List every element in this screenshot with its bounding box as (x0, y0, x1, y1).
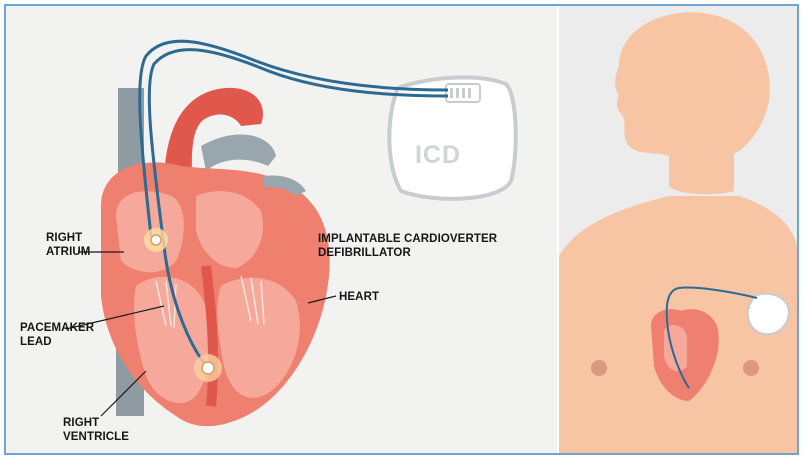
ventricular-electrode (202, 362, 214, 374)
label-right-ventricle: RIGHT VENTRICLE (63, 416, 129, 444)
head (615, 12, 770, 194)
torso-illustration (559, 6, 797, 453)
label-heart: HEART (339, 290, 379, 304)
right-nipple (743, 360, 759, 376)
label-pacemaker-lead: PACEMAKER LEAD (20, 321, 94, 349)
left-nipple (591, 360, 607, 376)
small-icd-device (748, 294, 789, 335)
heart-illustration (6, 6, 559, 453)
heart-diagram-panel: ICD RIGHT ATRIUM IMPLANTABLE CARDIOVERTE… (6, 6, 559, 453)
atrial-electrode (151, 235, 161, 245)
figure-frame: ICD RIGHT ATRIUM IMPLANTABLE CARDIOVERTE… (4, 4, 799, 455)
pulmonary-artery (201, 135, 276, 171)
label-icd-name: IMPLANTABLE CARDIOVERTER DEFIBRILLATOR (318, 232, 497, 260)
body-diagram-panel (559, 6, 797, 453)
label-right-atrium: RIGHT ATRIUM (46, 231, 90, 259)
icd-device-label: ICD (408, 141, 468, 170)
